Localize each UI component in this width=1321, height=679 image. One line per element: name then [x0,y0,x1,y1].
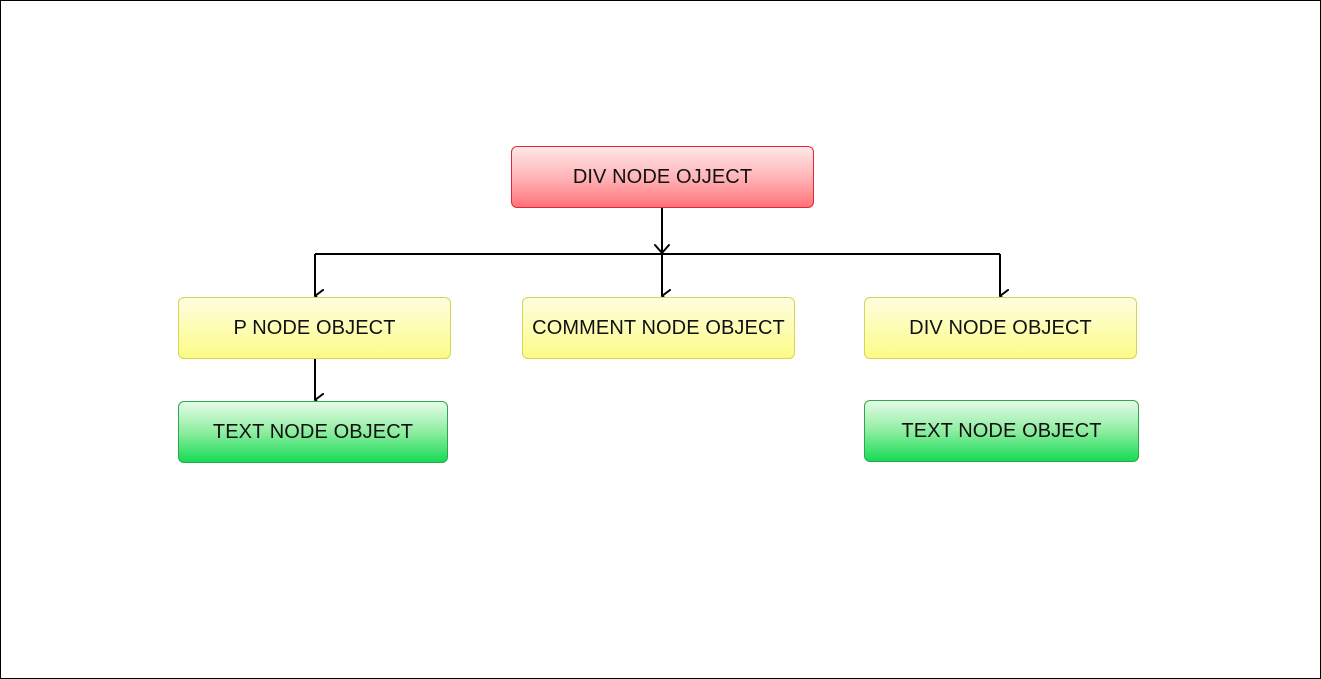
text-node-under-div-label: TEXT NODE OBJECT [901,419,1102,442]
text-node-under-p: TEXT NODE OBJECT [178,401,448,463]
text-node-under-p-label: TEXT NODE OBJECT [212,420,414,443]
root-div-node: DIV NODE OJJECT [511,146,814,208]
comment-node: COMMENT NODE OBJECT [522,297,795,359]
p-node: P NODE OBJECT [178,297,451,359]
child-div-node: DIV NODE OBJECT [864,297,1137,359]
comment-node-label: COMMENT NODE OBJECT [532,316,785,339]
text-node-under-div: TEXT NODE OBJECT [864,400,1139,462]
root-div-node-label: DIV NODE OJJECT [572,165,753,188]
child-div-node-label: DIV NODE OBJECT [909,316,1092,339]
p-node-label: P NODE OBJECT [233,316,396,339]
